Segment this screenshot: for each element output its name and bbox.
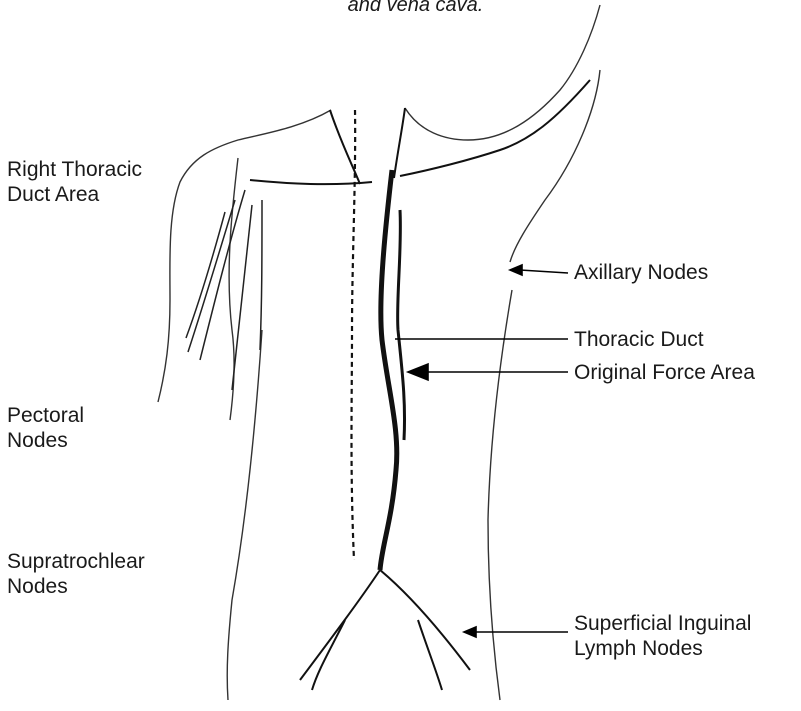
- annotation-arrows: [395, 265, 568, 637]
- arrow-axillary-nodes: [520, 270, 568, 273]
- subclavian-vessels: [250, 80, 590, 184]
- left-arm-line: [510, 70, 600, 262]
- left-torso-side: [488, 290, 512, 700]
- body-outline: [158, 5, 600, 700]
- right-arm-lymphatics: [186, 190, 262, 390]
- left-shoulder-outline: [405, 5, 600, 140]
- thoracic-duct: [352, 110, 405, 570]
- arrow-inguinal-head: [464, 627, 476, 637]
- arrow-original-force-head: [408, 364, 428, 380]
- right-shoulder-outline: [158, 110, 331, 402]
- arrow-axillary-head: [510, 265, 522, 275]
- inguinal-branches: [300, 570, 470, 690]
